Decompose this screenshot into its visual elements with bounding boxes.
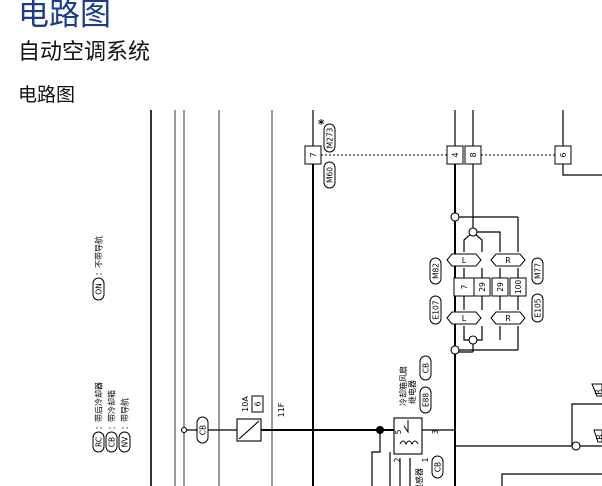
wire-tag-r-top xyxy=(490,253,526,267)
section-label: 电路图 xyxy=(18,84,76,106)
connector-cb-lower-label: CB xyxy=(434,462,443,472)
relay-label-2: 继电器 xyxy=(407,380,417,404)
connector-e105-frame xyxy=(531,293,544,323)
wire-tag-r-bottom xyxy=(490,311,526,325)
wire-color-r-right2: R xyxy=(595,434,602,440)
wire-tag-l-bottom xyxy=(446,311,482,325)
legend-rc-text: ：带后冷却器 xyxy=(94,382,104,430)
connector-m82-label: M82 xyxy=(432,263,441,279)
legend-on-code: ON xyxy=(95,283,104,295)
legend xyxy=(92,277,131,453)
connector-cb-frame xyxy=(419,355,432,381)
cb-tag-fuse-label: CB xyxy=(199,425,208,435)
cb-tag-fuse-box xyxy=(196,416,209,444)
joint-terminal-100: 100 xyxy=(514,280,523,295)
joint-terminal-29a: 29 xyxy=(478,282,487,292)
legend-nv-text: ：带导航 xyxy=(120,398,130,430)
connector-e88-frame xyxy=(419,386,432,414)
cooler-box-fan-relay xyxy=(393,417,423,455)
relay-terminal-5: 5 xyxy=(394,429,403,434)
terminal-6-top: 6 xyxy=(559,152,568,157)
wire-color-r-right1: R xyxy=(594,389,602,395)
wires xyxy=(150,110,602,486)
bottom-label: 温感器 xyxy=(414,468,424,486)
wire-tag-r-right2 xyxy=(593,429,602,443)
wire-color-r-bottom: R xyxy=(505,314,511,323)
junction-dots xyxy=(376,426,384,434)
legend-on-text: ：不带导航 xyxy=(94,236,104,276)
page-subtitle: 自动空调系统 xyxy=(18,40,151,65)
legend-nv-code: NV xyxy=(121,436,130,448)
page-title: 电路图 xyxy=(18,0,111,33)
relay-terminal-3: 3 xyxy=(431,429,440,434)
relay-terminal-1: 1 xyxy=(421,457,430,462)
fuse-symbol xyxy=(236,395,264,442)
terminal-4-top: 4 xyxy=(451,152,460,157)
connector-cb-label: CB xyxy=(422,363,431,373)
fuse-number: 6 xyxy=(254,401,263,406)
wire-tag-l-top xyxy=(446,253,482,267)
connector-m60-frame xyxy=(323,161,336,189)
terminal-8-top: 8 xyxy=(469,152,478,157)
fuse-rating: 10A xyxy=(241,396,250,412)
wire-color-l-bottom: L xyxy=(462,314,467,323)
connector-e107-frame xyxy=(429,295,442,325)
connector-e105-label: E105 xyxy=(534,298,543,317)
relay-label-1: 冷却箱风扇 xyxy=(398,366,408,406)
connector-m77-frame xyxy=(531,257,544,285)
legend-cb-code: CB xyxy=(108,437,117,447)
connector-m273-label: M273 xyxy=(326,127,335,148)
wire-color-r-top: R xyxy=(505,256,511,265)
joint-terminal-7: 7 xyxy=(460,284,469,289)
wire-tag-r-right1 xyxy=(591,383,602,397)
open-junctions xyxy=(180,212,581,451)
connector-e88-label: E88 xyxy=(422,393,431,408)
relay-terminal-2: 2 xyxy=(393,457,402,462)
legend-rc-code: RC xyxy=(95,437,104,447)
legend-cb-text: ：带冷却箱 xyxy=(107,390,117,430)
joint-terminal-29b: 29 xyxy=(496,282,505,292)
fuse-line-label: 11F xyxy=(277,402,286,417)
wire-color-l-top: L xyxy=(462,256,467,265)
top-terminals xyxy=(304,145,572,165)
terminal-7-top: 7 xyxy=(309,152,318,157)
connector-m273-frame xyxy=(323,123,336,153)
connector-m82-frame xyxy=(429,257,442,285)
connector-e107-label: E107 xyxy=(432,300,441,319)
connector-m60-label: M60 xyxy=(326,167,335,183)
asterisk-mark: * xyxy=(318,117,325,131)
connector-cb-lower-frame xyxy=(431,455,444,479)
connector-m77-label: M77 xyxy=(534,263,543,279)
